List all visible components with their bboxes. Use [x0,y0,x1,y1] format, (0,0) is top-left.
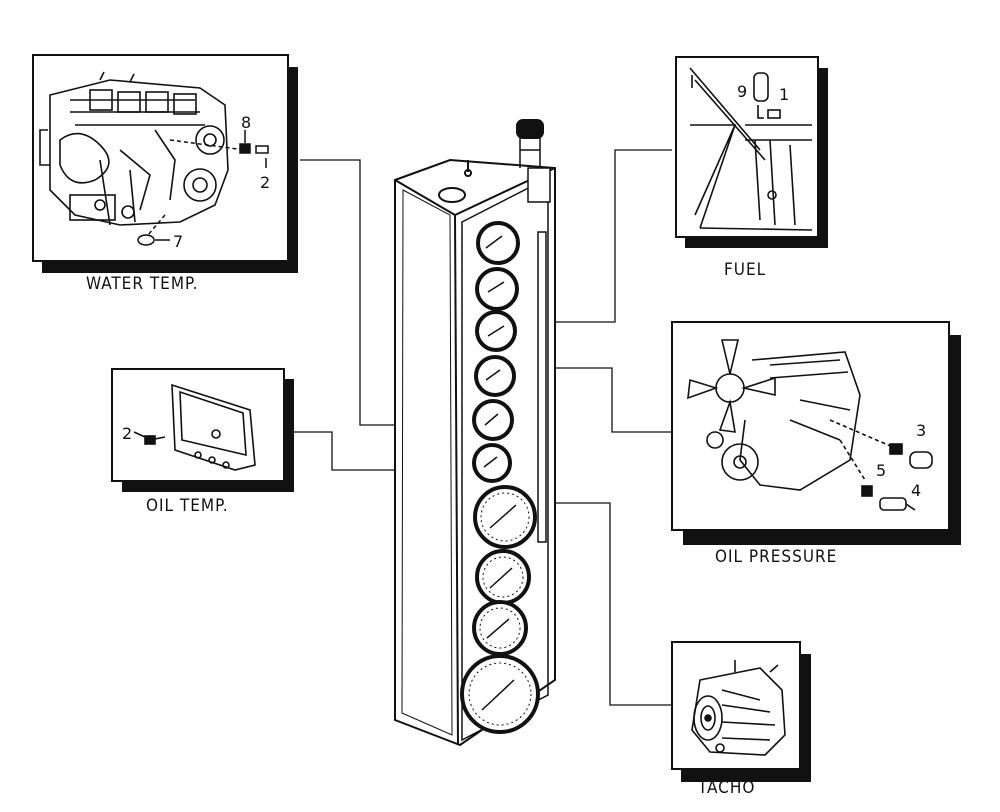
fuel-panel: 9 1 [675,56,828,248]
label-oil-temp: OIL TEMP. [146,496,229,516]
callout-5: 5 [876,461,886,480]
engine-illustration [39,71,229,226]
console-gauges [460,221,540,734]
callout-3: 3 [916,421,926,440]
oil-pan-illustration [133,383,256,471]
gauge-4-oil-pressure [474,355,516,397]
gauge-3-fuel [475,310,517,352]
oil-temp-panel: 2 [111,368,294,492]
gauge-9 [472,600,528,656]
callout-2: 2 [260,173,270,192]
gauge-5-water-temp [472,399,514,441]
callout-1: 1 [779,85,789,104]
label-tacho: TACHO [698,778,756,798]
instrument-console [394,119,556,747]
callout-4: 4 [911,481,921,500]
fuel-tank-illustration [689,67,813,231]
connector-tacho [520,502,672,706]
gauge-6-oil-temp [472,443,512,483]
console-filler-cap-base [527,167,551,203]
gauge-1 [476,221,520,265]
callout-2: 2 [122,424,132,443]
callout-9: 9 [737,82,747,101]
oil-pressure-panel: 3 5 4 [671,321,961,545]
tacho-panel [671,641,811,782]
water-temp-panel: 8 2 7 [32,54,298,273]
gauge-2 [475,267,519,311]
engine-fan-illustration [687,339,933,511]
gauge-8 [475,549,531,605]
label-fuel: FUEL [724,260,767,280]
callout-7: 7 [173,232,183,251]
callout-8: 8 [241,113,251,132]
water-temp-sensor-parts [137,130,269,246]
alternator-illustration [691,660,786,756]
gauge-7-tacho [473,485,537,549]
gauge-10 [460,654,540,734]
label-oil-pressure: OIL PRESSURE [715,547,838,567]
label-water-temp: WATER TEMP. [86,274,199,294]
console-filler-cap [516,119,544,139]
